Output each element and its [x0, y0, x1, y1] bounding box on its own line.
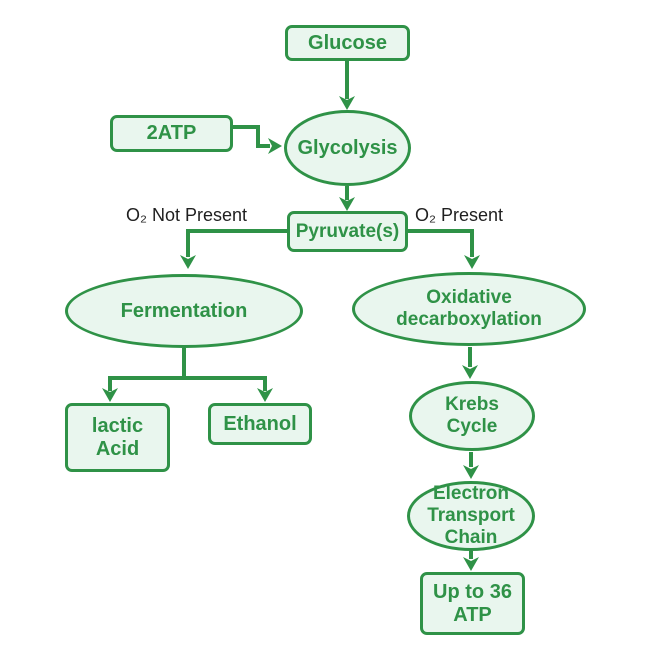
- condition-o2-present: O₂ Present: [415, 205, 504, 225]
- node-ethanol: Ethanol: [208, 403, 312, 445]
- node-electron-transport-chain: Electron Transport Chain: [407, 481, 535, 551]
- node-krebs-cycle-label: Krebs Cycle: [445, 394, 499, 437]
- node-glucose: Glucose: [285, 25, 410, 61]
- arrow-pyruvate-to-fermentation: [180, 229, 289, 269]
- node-pyruvate-label: Pyruvate(s): [295, 220, 400, 242]
- arrow-glucose-to-glycolysis: [339, 61, 355, 110]
- node-oxidative-decarboxylation: Oxidative decarboxylation: [352, 272, 586, 346]
- arrow-glycolysis-to-pyruvate: [339, 186, 355, 211]
- node-oxidative-decarboxylation-label: Oxidative decarboxylation: [396, 287, 542, 330]
- connector-fermentation-split: [102, 348, 273, 402]
- node-lactic-acid-label: lactic Acid: [91, 414, 144, 460]
- node-krebs-cycle: Krebs Cycle: [409, 381, 535, 451]
- node-up-to-36-atp-label: Up to 36 ATP: [433, 580, 512, 626]
- node-2atp-label: 2ATP: [146, 122, 197, 144]
- node-fermentation-label: Fermentation: [120, 299, 248, 322]
- arrow-oxidative-to-krebs: [462, 347, 478, 379]
- node-fermentation: Fermentation: [65, 274, 303, 348]
- condition-o2-not-present: O₂ Not Present: [126, 205, 248, 225]
- node-electron-transport-chain-label: Electron Transport Chain: [427, 483, 515, 548]
- node-pyruvate: Pyruvate(s): [287, 211, 408, 252]
- arrow-2atp-to-glycolysis: [233, 125, 282, 154]
- arrow-pyruvate-to-oxidative: [406, 229, 480, 269]
- arrow-etc-to-atp: [463, 551, 479, 571]
- node-up-to-36-atp: Up to 36 ATP: [420, 572, 525, 635]
- node-glucose-label: Glucose: [308, 31, 387, 54]
- node-lactic-acid: lactic Acid: [65, 403, 170, 472]
- node-ethanol-label: Ethanol: [223, 412, 297, 435]
- node-2atp: 2ATP: [110, 115, 233, 152]
- arrow-krebs-to-etc: [463, 452, 479, 479]
- node-glycolysis-label: Glycolysis: [297, 136, 398, 159]
- node-glycolysis: Glycolysis: [284, 110, 411, 186]
